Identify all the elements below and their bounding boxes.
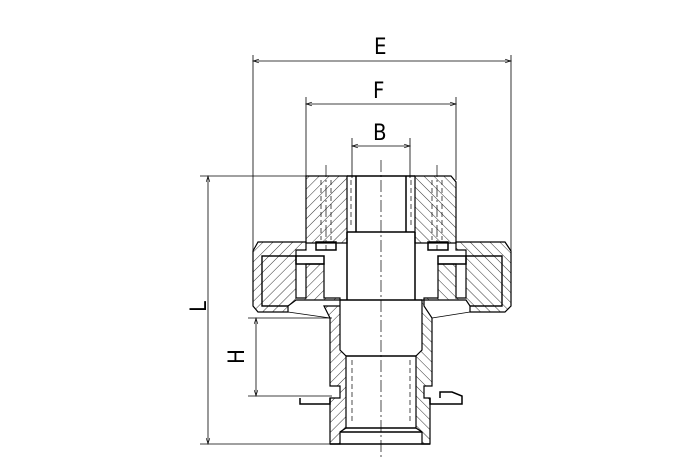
label-b: B: [373, 121, 387, 146]
side-tabs: [299, 391, 463, 405]
dimension-f: F: [304, 79, 458, 180]
label-h: H: [225, 349, 250, 364]
dimension-b: B: [350, 121, 412, 178]
shoulder: [287, 311, 471, 319]
dimension-e: E: [251, 35, 513, 282]
upper-nut: [305, 165, 457, 250]
dimension-h: H: [225, 316, 332, 398]
label-e: E: [374, 35, 387, 60]
label-l: L: [187, 301, 212, 312]
central-bore: [330, 160, 430, 458]
label-f: F: [373, 79, 384, 104]
inner-body: [261, 255, 503, 445]
